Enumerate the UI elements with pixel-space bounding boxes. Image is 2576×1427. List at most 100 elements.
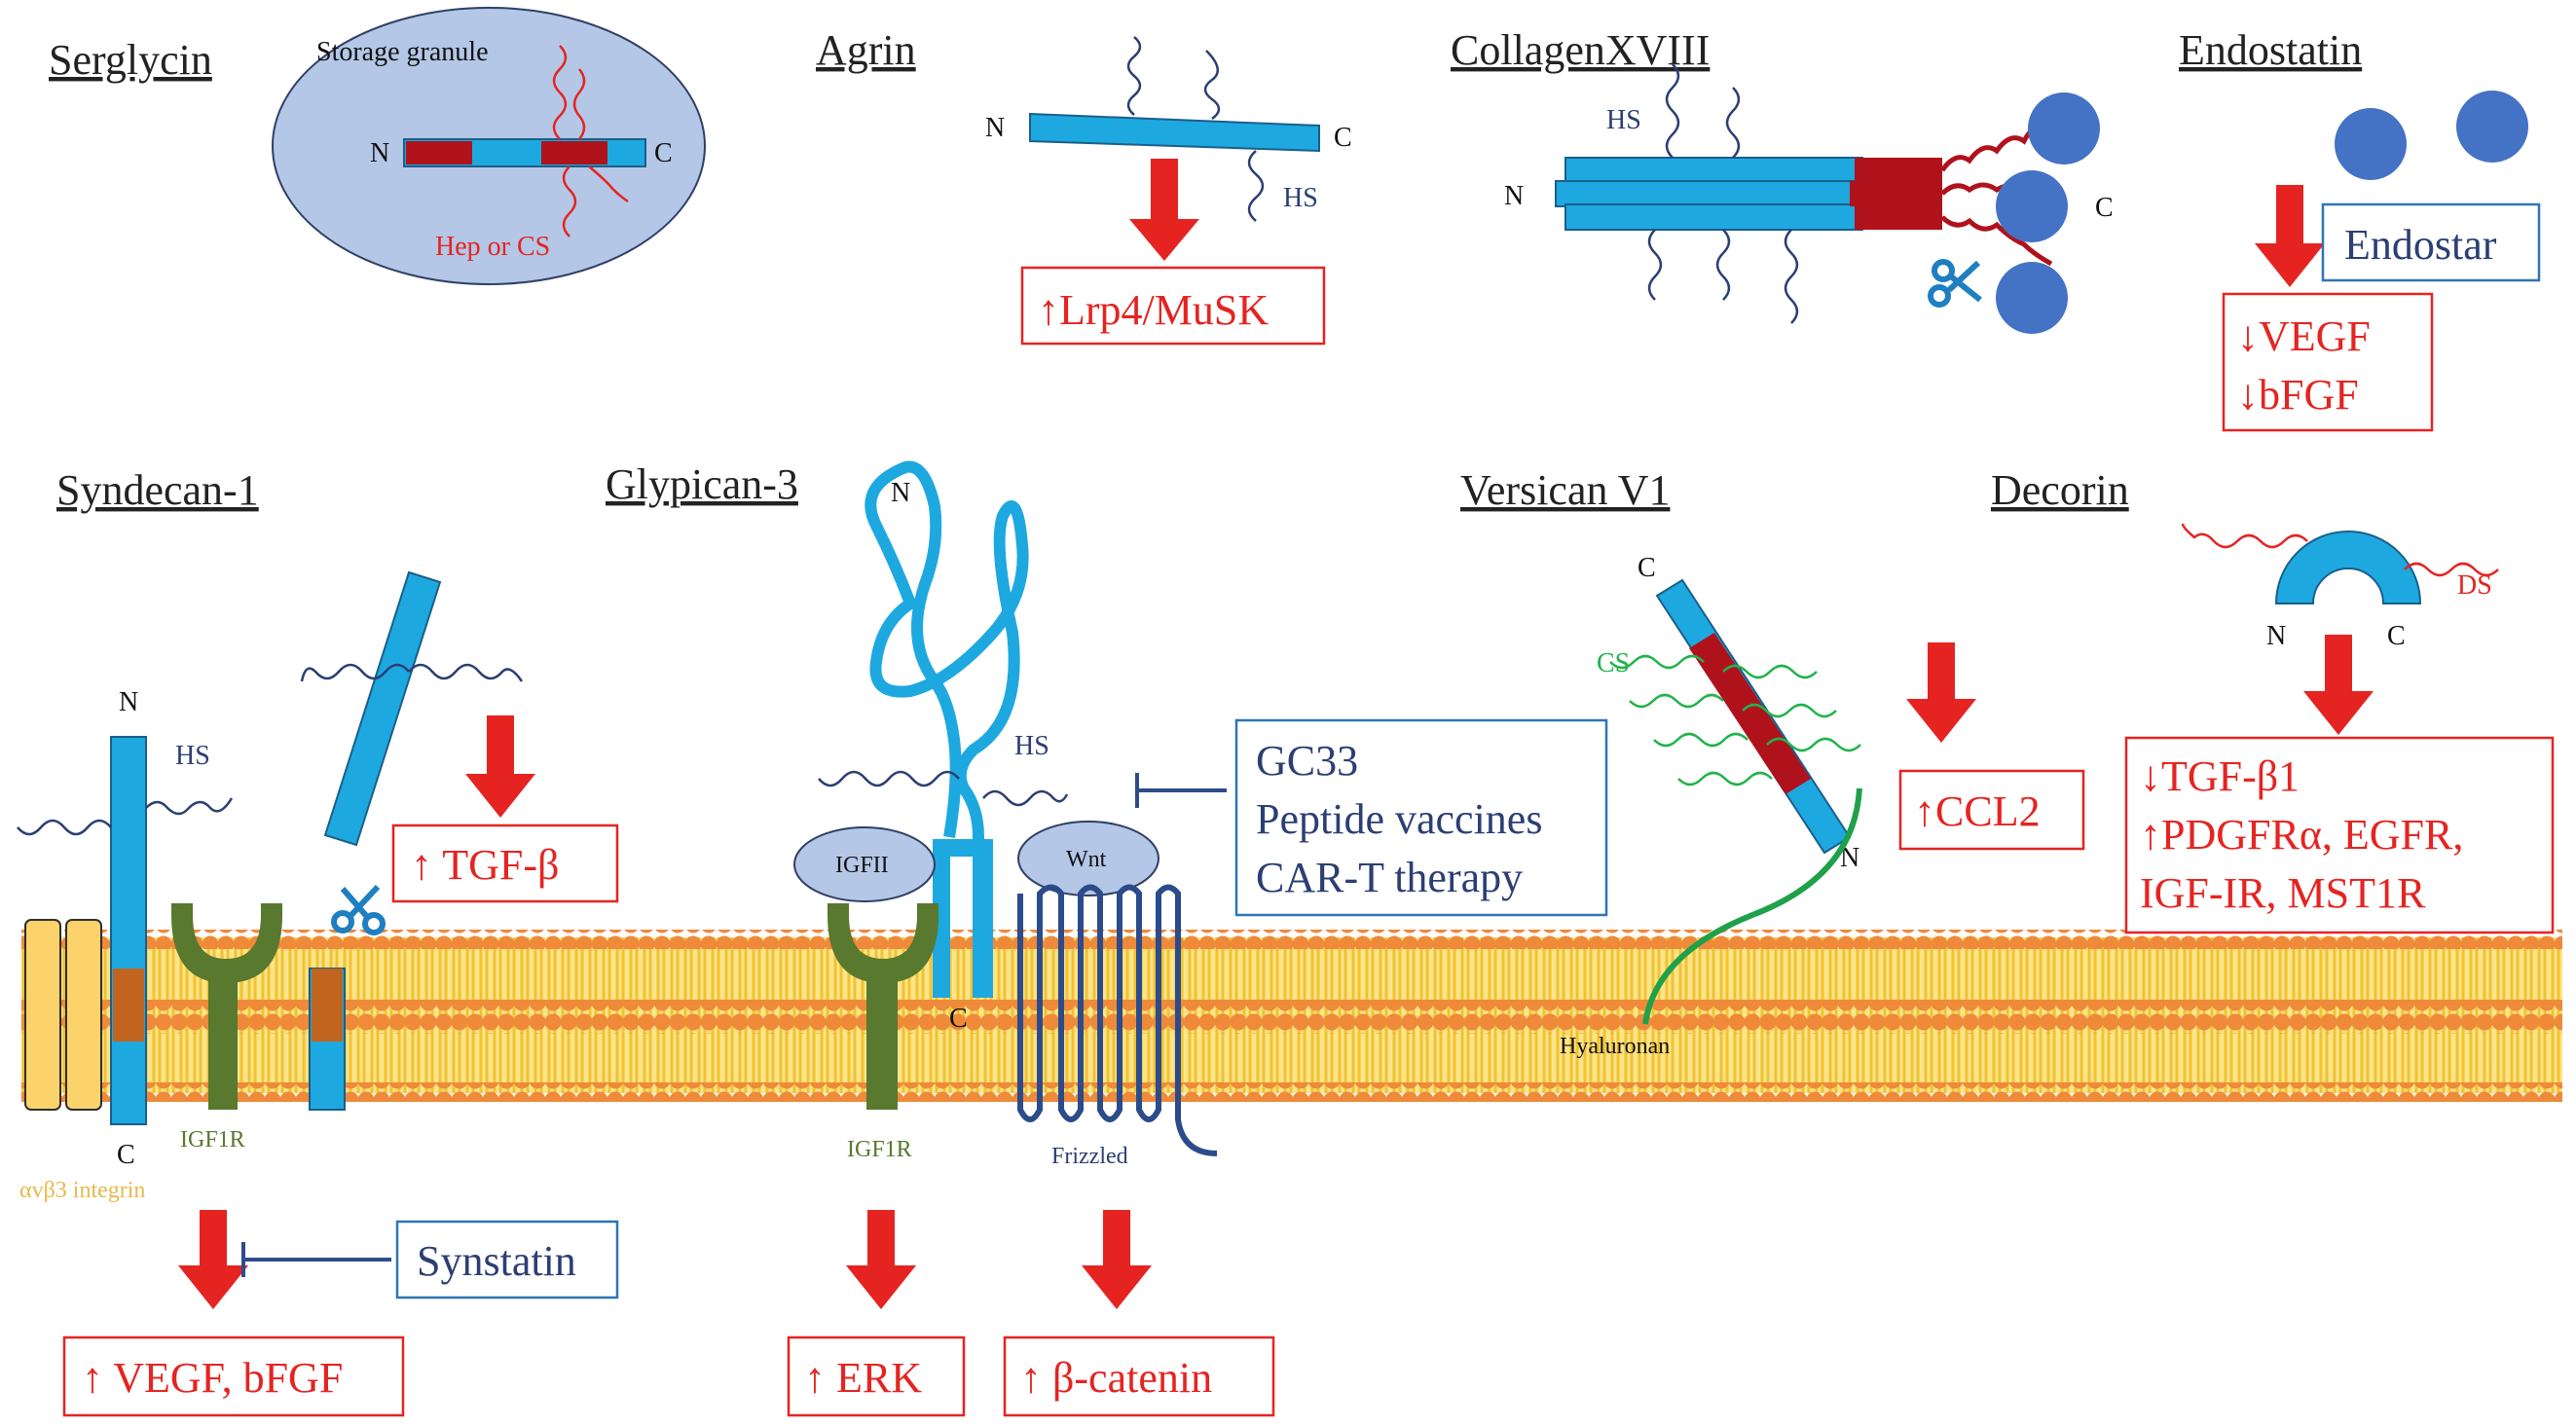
versican-cs-domain — [1689, 633, 1811, 794]
syndecan1-n-label: N — [119, 687, 138, 717]
agrin-c-label: C — [1334, 123, 1352, 153]
decorin-effect-tgf: ↓TGF-β1 — [2140, 752, 2300, 800]
igf1r-receptor-stem — [208, 973, 238, 1110]
versican-effect: ↑CCL2 — [1914, 787, 2041, 835]
versican-cs-chain — [1653, 732, 1748, 748]
versican-cs-chain — [1609, 654, 1705, 670]
wnt-ligand — [1017, 821, 1159, 896]
collagen-hs-chain — [1647, 229, 1663, 301]
endostatin-effect-bfgf: ↓bFGF — [2237, 371, 2359, 419]
syndecan1-effect-box — [62, 1336, 405, 1417]
versican-cs-chain — [1629, 693, 1724, 709]
syndecan1-c-label: C — [117, 1140, 135, 1170]
endostatin-effect-vegf: ↓VEGF — [2237, 312, 2371, 360]
decorin-ds-label: DS — [2457, 570, 2492, 601]
title-decorin: Decorin — [1991, 466, 2129, 514]
collagen18-group: HS N C — [1504, 63, 2114, 334]
agrin-effect-box — [1020, 266, 1326, 346]
scissors-icon — [1928, 259, 1982, 308]
serglycin-c-label: C — [654, 138, 673, 168]
therapy-peptide-vaccines: Peptide vaccines — [1256, 795, 1542, 843]
endostatin-effect-box — [2222, 292, 2434, 432]
syndecan1-arrow — [178, 1210, 248, 1309]
agrin-n-label: N — [985, 113, 1005, 143]
syndecan1-group: αvβ3 integrin N C HS IGF1R ↑ TGF-β Synst… — [17, 570, 619, 1417]
glypican3-catenin-arrow — [1082, 1210, 1152, 1309]
serglycin-domain-1 — [406, 141, 472, 165]
collagen-hs-chain — [1715, 229, 1731, 301]
syndecan1-hs-chain — [17, 819, 112, 836]
igf1r-label: IGF1R — [180, 1127, 245, 1153]
syndecan1-hs-chain — [145, 797, 234, 816]
versican-cs-chain — [1766, 737, 1861, 752]
endostatin-arrow — [2255, 185, 2325, 287]
shed-hs-chain — [408, 663, 524, 682]
versican-cs-chain — [1677, 771, 1773, 787]
glypican3-therapies-box — [1234, 718, 1608, 917]
frizzled-receptor — [1017, 884, 1218, 1156]
glypican-igf1r-receptor — [828, 903, 938, 983]
collagen-nc1-domain — [1850, 181, 1942, 206]
decorin-ds-chain — [2181, 523, 2308, 549]
collagen-hs-chain — [1725, 87, 1741, 159]
versican-cs-chain — [1722, 664, 1818, 679]
agrin-arrow — [1129, 159, 1199, 261]
decorin-n-label: N — [2266, 621, 2286, 651]
serglycin-gag-chain — [562, 165, 577, 238]
title-serglycin: Serglycin — [49, 36, 212, 84]
endostatin-domain — [1996, 262, 2068, 334]
frizzled-label: Frizzled — [1051, 1144, 1128, 1169]
serglycin-gag-chain — [572, 68, 586, 140]
endostatin-domain — [2028, 92, 2100, 165]
therapy-gc33: GC33 — [1256, 737, 1358, 785]
endostatin-molecule — [2335, 108, 2407, 180]
syndecan1-transmembrane — [113, 969, 144, 1042]
agrin-core — [1029, 112, 1320, 153]
integrin-subunit — [65, 919, 102, 1111]
decorin-core — [2274, 531, 2422, 604]
storage-granule-label: Storage granule — [316, 37, 489, 67]
decorin-effect-igf: IGF-IR, MST1R — [2140, 869, 2426, 917]
erk-effect: ↑ ERK — [804, 1354, 922, 1402]
title-syndecan1: Syndecan-1 — [56, 466, 259, 514]
syndecan1-shed-effect: ↑ TGF-β — [411, 841, 559, 889]
glypican3-group: N C HS IGFII IGF1R Wnt Frizzled GC33 Pep… — [787, 460, 1608, 1417]
collagen-hs-chain — [1665, 63, 1680, 159]
synstatin-label: Synstatin — [417, 1237, 576, 1285]
glypican3-c-label: C — [949, 1004, 968, 1034]
glypican3-erk-arrow — [846, 1210, 916, 1309]
endostar-label: Endostar — [2344, 221, 2497, 269]
endostatin-domain — [1996, 170, 2068, 242]
syndecan1-effect: ↑ VEGF, bFGF — [82, 1354, 343, 1402]
syndecan1-core — [110, 736, 147, 1125]
serglycin-gag-chain — [588, 165, 629, 203]
serglycin-gag-chain — [552, 45, 568, 140]
collagen-hinge — [1940, 215, 2053, 267]
integrin-subunit — [24, 919, 61, 1111]
decorin-c-label: C — [2387, 621, 2406, 651]
glypican3-hs-chain — [818, 770, 960, 787]
agrin-hs-chain — [1126, 36, 1142, 116]
collagen-hs-label: HS — [1606, 105, 1641, 135]
igf2-ligand — [793, 826, 936, 902]
versican-cs-chain — [1742, 703, 1837, 718]
igf1r-receptor — [171, 903, 282, 983]
title-agrin: Agrin — [816, 26, 916, 74]
collagen-strand — [1564, 157, 1863, 184]
cell-membrane — [21, 930, 2562, 1102]
shed-hs-chain — [300, 663, 410, 682]
collagen-nc1-domain — [1855, 158, 1942, 183]
syndecan1-shed-arrow — [465, 715, 535, 818]
decorin-arrow — [2303, 635, 2374, 735]
decorin-effect-pdgfr: ↑PDGFRα, EGFR, — [2140, 811, 2463, 859]
collagen-c-label: C — [2095, 193, 2114, 223]
agrin-hs-label: HS — [1283, 183, 1318, 213]
collagen-strand — [1564, 203, 1863, 231]
syndecan1-stub-transmembrane — [312, 969, 343, 1042]
endostatin-group: Endostar ↓VEGF ↓bFGF — [2222, 91, 2541, 432]
glypican3-hs-label: HS — [1014, 731, 1049, 761]
glypican-igf1r-label: IGF1R — [847, 1137, 912, 1162]
collagen-hs-chain — [1784, 229, 1799, 324]
agrin-group: N C HS ↑Lrp4/MuSK — [985, 36, 1352, 346]
